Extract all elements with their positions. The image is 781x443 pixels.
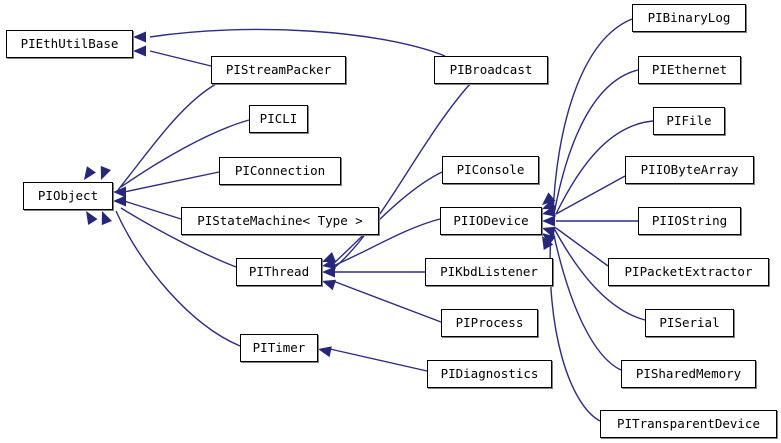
- class-node-pistreampacker[interactable]: PIStreamPacker: [211, 56, 346, 84]
- arrow-piobject-up-1: [84, 166, 96, 180]
- arrow-piobject-r-2: [113, 195, 126, 207]
- edge-pibroadcast-to-piethutilbase: [149, 28, 446, 57]
- class-node-label: PIConsole: [456, 161, 525, 177]
- class-node-piethernet[interactable]: PIEthernet: [638, 56, 741, 84]
- arrow-piiodevice-3: [542, 205, 556, 217]
- edge-pistreampacker-to-piobject: [117, 83, 217, 191]
- edge-pifile-to-piiodevice: [555, 120, 654, 215]
- arrow-pithread-2: [322, 258, 336, 270]
- class-node-piethutilbase[interactable]: PIEthUtilBase: [6, 30, 133, 58]
- class-node-pidiagnostics[interactable]: PIDiagnostics: [427, 360, 552, 388]
- class-node-label: PIPacketExtractor: [624, 263, 753, 279]
- edge-piconnection-to-piobject: [123, 171, 220, 193]
- edge-pibroadcast-to-pithread: [333, 83, 471, 269]
- class-node-pikbdlistener[interactable]: PIKbdListener: [425, 258, 553, 286]
- class-node-label: PIEthernet: [651, 61, 728, 77]
- class-node-label: PIBroadcast: [449, 61, 533, 77]
- edge-pithread-to-piobject: [120, 207, 237, 268]
- arrow-pithread-4: [322, 279, 337, 291]
- arrow-pitimer-1: [318, 346, 332, 358]
- edge-pitimer-to-piobject: [115, 210, 241, 347]
- class-node-label: PITransparentDevice: [617, 415, 760, 431]
- class-node-label: PITimer: [252, 339, 306, 355]
- arrow-piethutilbase-1: [133, 31, 146, 43]
- class-node-piobject[interactable]: PIObject: [23, 182, 113, 210]
- class-node-pibinarylog[interactable]: PIBinaryLog: [632, 4, 746, 32]
- edge-piconsole-to-pithread: [332, 171, 443, 265]
- class-node-piconnection[interactable]: PIConnection: [219, 157, 341, 185]
- arrow-piiodevice-6: [542, 233, 556, 246]
- class-node-piconsole[interactable]: PIConsole: [442, 156, 539, 184]
- class-node-label: PIDiagnostics: [440, 365, 539, 381]
- class-node-pitransparentdevice[interactable]: PITransparentDevice: [600, 410, 777, 438]
- class-node-piiobytearray[interactable]: PIIOByteArray: [625, 156, 754, 184]
- edge-picli-to-piobject: [120, 119, 250, 188]
- edge-pitransparentdevice-to-piiodevice: [549, 231, 601, 422]
- edge-pidiagnostics-to-pitimer: [329, 348, 428, 372]
- class-node-pifile[interactable]: PIFile: [653, 107, 725, 135]
- class-node-pibroadcast[interactable]: PIBroadcast: [434, 56, 548, 84]
- edge-piserial-to-piiodevice: [554, 229, 646, 321]
- class-node-label: PIStateMachine< Type >: [197, 212, 363, 228]
- arrow-pithread-3: [322, 266, 335, 278]
- class-node-piiostring[interactable]: PIIOString: [638, 207, 741, 235]
- arrow-piiodevice-5: [542, 226, 557, 238]
- class-node-label: PIFile: [666, 112, 712, 128]
- arrow-piethutilbase-2: [133, 45, 146, 57]
- class-node-label: PIProcess: [455, 314, 524, 330]
- class-node-pithread[interactable]: PIThread: [236, 258, 322, 286]
- edge-pipacketextractor-to-piiodevice: [555, 227, 609, 267]
- edge-pistreampacker-to-piethutilbase: [149, 50, 212, 67]
- class-node-label: PIObject: [37, 187, 99, 203]
- class-node-piprocess[interactable]: PIProcess: [441, 309, 538, 337]
- edge-piiodevice-to-pithread: [332, 218, 441, 267]
- edge-piethernet-to-piiodevice: [553, 69, 639, 215]
- class-node-piserial[interactable]: PISerial: [645, 309, 734, 337]
- class-node-label: PIThread: [248, 263, 310, 279]
- class-node-pistatemachine[interactable]: PIStateMachine< Type >: [181, 207, 379, 235]
- arrowhead-group: [84, 31, 557, 358]
- class-node-piiodevice[interactable]: PIIODevice: [440, 207, 542, 235]
- class-node-label: PIKbdListener: [440, 263, 538, 279]
- class-node-label: PIEthUtilBase: [20, 35, 119, 51]
- arrow-piiodevice-4: [542, 215, 555, 227]
- class-node-label: PIIOString: [651, 212, 728, 228]
- class-node-pitimer[interactable]: PITimer: [240, 334, 318, 362]
- arrow-piobject-dn-2: [101, 211, 112, 226]
- edge-piiobytearray-to-piiodevice: [555, 175, 626, 215]
- edge-piprocess-to-pithread: [332, 280, 442, 323]
- class-node-pisharedmemory[interactable]: PISharedMemory: [621, 360, 756, 388]
- class-node-label: PIBinaryLog: [647, 9, 731, 25]
- class-node-label: PICLI: [259, 110, 298, 126]
- edge-pistatemachine-to-piobject: [123, 200, 182, 220]
- class-node-label: PIStreamPacker: [225, 61, 332, 77]
- arrow-piiodevice-7: [542, 236, 554, 251]
- edge-pisharedmemory-to-piiodevice: [552, 230, 622, 371]
- class-node-pipacketextractor[interactable]: PIPacketExtractor: [608, 258, 769, 286]
- class-node-label: PIIODevice: [453, 212, 529, 228]
- arrow-piobject-dn-1: [86, 211, 98, 225]
- edge-pibinarylog-to-piiodevice: [552, 18, 633, 217]
- edge-path-group: [115, 18, 654, 422]
- class-node-picli[interactable]: PICLI: [249, 105, 308, 133]
- class-node-label: PIConnection: [234, 162, 326, 178]
- arrow-piobject-up-2: [100, 165, 111, 180]
- arrow-piobject-r-1: [113, 186, 126, 198]
- class-node-label: PISharedMemory: [635, 365, 742, 381]
- class-node-label: PIIOByteArray: [640, 161, 739, 177]
- class-node-label: PISerial: [659, 314, 720, 330]
